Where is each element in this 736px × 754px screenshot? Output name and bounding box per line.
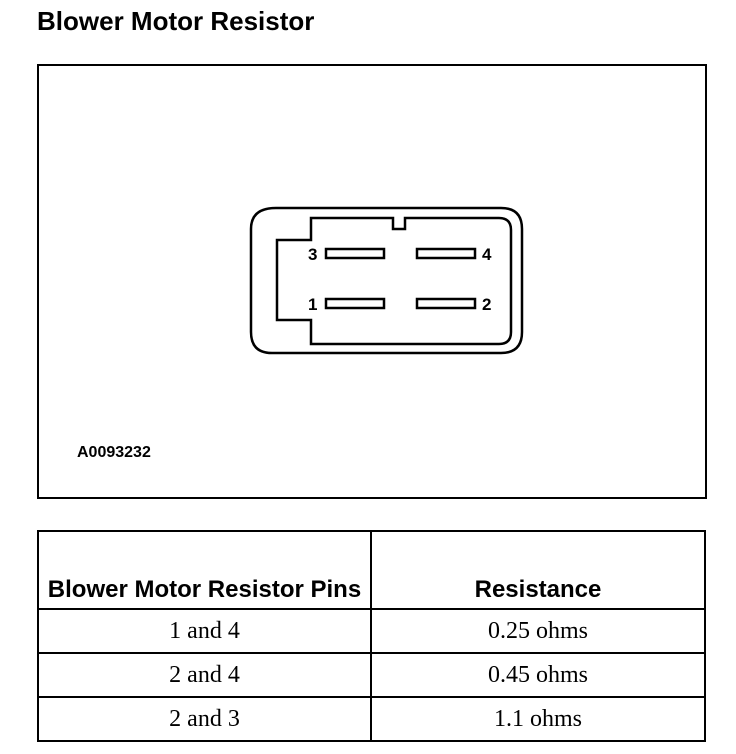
pins-cell: 2 and 3 [37,696,372,742]
pins-cell: 1 and 4 [37,608,372,654]
pin-label-1: 1 [308,295,317,314]
terminal-3 [324,247,386,260]
table-row: 2 and 3 1.1 ohms [37,696,706,742]
column-header-resistance: Resistance [370,530,706,610]
table-row: 1 and 4 0.25 ohms [37,608,706,654]
pin-label-3: 3 [308,245,317,264]
pins-cell: 2 and 4 [37,652,372,698]
resistance-cell: 1.1 ohms [370,696,706,742]
resistance-cell: 0.25 ohms [370,608,706,654]
table-row: 2 and 4 0.45 ohms [37,652,706,698]
connector-figure: 3 4 1 2 A0093232 [37,64,707,499]
resistance-cell: 0.45 ohms [370,652,706,698]
connector-diagram: 3 4 1 2 [249,206,524,355]
resistance-table: Blower Motor Resistor Pins Resistance 1 … [37,530,706,742]
page-title: Blower Motor Resistor [37,6,315,36]
column-header-pins: Blower Motor Resistor Pins [37,530,372,610]
connector-housing-outer [249,206,524,355]
figure-id: A0093232 [77,444,151,461]
pin-label-2: 2 [482,295,491,314]
table-header-row: Blower Motor Resistor Pins Resistance [37,530,706,610]
terminal-2 [415,297,477,310]
pin-label-4: 4 [482,245,492,264]
terminal-4 [415,247,477,260]
terminal-1 [324,297,386,310]
connector-housing-inner [275,216,513,346]
